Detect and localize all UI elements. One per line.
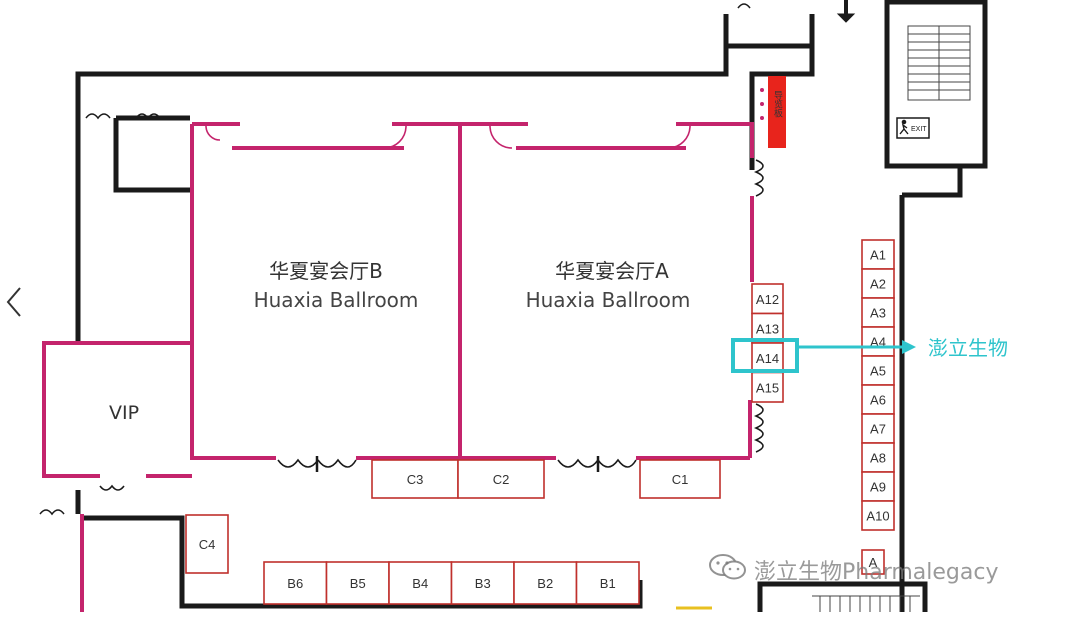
booth-partial-label: A xyxy=(869,555,878,570)
booth-a6-label: A6 xyxy=(870,393,886,408)
booth-c1-label: C1 xyxy=(672,472,689,487)
booth-a3-label: A3 xyxy=(870,306,886,321)
exit-sign: EXIT xyxy=(896,117,930,139)
booth-b4-label: B4 xyxy=(412,576,428,591)
booth-b5-label: B5 xyxy=(350,576,366,591)
booth-a9[interactable]: A9 xyxy=(861,471,895,502)
booth-a10-label: A10 xyxy=(866,509,889,524)
booth-a9-label: A9 xyxy=(870,480,886,495)
booth-a7[interactable]: A7 xyxy=(861,413,895,444)
highlight-callout: 澎立生物 xyxy=(731,336,1008,373)
booth-c3[interactable]: C3 xyxy=(371,459,459,499)
booth-b3-label: B3 xyxy=(475,576,491,591)
booth-a10[interactable]: A10 xyxy=(861,500,895,531)
booth-a15[interactable]: A15 xyxy=(751,371,784,403)
hall-b-name-en: Huaxia Ballroom xyxy=(254,288,419,312)
booth-b1-box[interactable] xyxy=(575,561,640,605)
booth-b5-box[interactable] xyxy=(325,561,390,605)
booth-b6-label: B6 xyxy=(287,576,303,591)
booth-a4-box[interactable] xyxy=(861,326,895,357)
booth-b2[interactable]: B2 xyxy=(513,561,578,605)
booth-b5[interactable]: B5 xyxy=(325,561,390,605)
booth-a5-label: A5 xyxy=(870,364,886,379)
booth-a8-label: A8 xyxy=(870,451,886,466)
hall-a-name-en: Huaxia Ballroom xyxy=(526,288,691,312)
booth-b2-label: B2 xyxy=(537,576,553,591)
booth-partial-box[interactable] xyxy=(861,549,885,575)
entrance-arrow-icon xyxy=(836,0,856,23)
booth-b4-box[interactable] xyxy=(388,561,453,605)
guide-board-text: 导览板 xyxy=(772,90,783,118)
booth-a14-label: A14 xyxy=(756,351,779,366)
booth-a5[interactable]: A5 xyxy=(861,355,895,386)
booth-a12-label: A12 xyxy=(756,292,779,307)
booth-b1[interactable]: B1 xyxy=(575,561,640,605)
booth-a13-label: A13 xyxy=(756,321,779,336)
booth-b4[interactable]: B4 xyxy=(388,561,453,605)
booth-b1-label: B1 xyxy=(600,576,616,591)
exit-runner-icon xyxy=(899,119,909,135)
booth-b3[interactable]: B3 xyxy=(450,561,515,605)
building-walls xyxy=(75,0,988,612)
booth-a3[interactable]: A3 xyxy=(861,297,895,328)
highlight-arrow-icon xyxy=(902,340,916,354)
booth-c3-label: C3 xyxy=(407,472,424,487)
booth-a14-box[interactable] xyxy=(751,342,784,374)
booth-a1-box[interactable] xyxy=(861,239,895,270)
hall-b-name-cn: 华夏宴会厅B xyxy=(269,259,383,283)
booth-c2[interactable]: C2 xyxy=(457,459,545,499)
guide-board: 导览板 xyxy=(760,76,786,148)
double-doors xyxy=(277,159,764,472)
booth-a10-box[interactable] xyxy=(861,500,895,531)
booth-c2-box[interactable] xyxy=(457,459,545,499)
booth-partial[interactable]: A xyxy=(861,549,885,575)
door-symbols xyxy=(39,3,751,516)
booth-c4-box[interactable] xyxy=(185,514,229,574)
hall-a-name-cn: 华夏宴会厅A xyxy=(555,259,669,283)
booth-a7-box[interactable] xyxy=(861,413,895,444)
vip-room-label: VIP xyxy=(109,402,139,424)
booth-a8[interactable]: A8 xyxy=(861,442,895,473)
watermark-text: 澎立生物Pharmalegacy xyxy=(754,560,999,585)
highlight-company-name[interactable]: 澎立生物 xyxy=(928,336,1008,360)
booth-b6[interactable]: B6 xyxy=(263,561,328,605)
lower-staircase xyxy=(812,595,920,612)
booth-a7-label: A7 xyxy=(870,422,886,437)
booth-a12[interactable]: A12 xyxy=(751,283,784,315)
ballroom-doors xyxy=(205,125,691,149)
booth-a15-box[interactable] xyxy=(751,371,784,403)
watermark: 澎立生物Pharmalegacy xyxy=(708,552,998,588)
ballroom-walls xyxy=(42,122,754,612)
booth-a2-label: A2 xyxy=(870,277,886,292)
booth-a6[interactable]: A6 xyxy=(861,384,895,415)
staircase xyxy=(907,25,971,101)
booth-c1[interactable]: C1 xyxy=(639,459,721,499)
booth-c4[interactable]: C4 xyxy=(185,514,229,574)
booth-c2-label: C2 xyxy=(493,472,510,487)
booth-a4[interactable]: A4 xyxy=(861,326,895,357)
booth-c3-box[interactable] xyxy=(371,459,459,499)
wechat-icon xyxy=(708,553,748,587)
booth-a15-label: A15 xyxy=(756,380,779,395)
booth-a14[interactable]: A14 xyxy=(751,342,784,374)
exit-label: EXIT xyxy=(911,126,927,133)
booth-a1[interactable]: A1 xyxy=(861,239,895,270)
chevron-left-icon[interactable] xyxy=(0,280,28,324)
booth-a1-label: A1 xyxy=(870,248,886,263)
booth-a2[interactable]: A2 xyxy=(861,268,895,299)
booth-c4-label: C4 xyxy=(199,537,216,552)
booth-c1-box[interactable] xyxy=(639,459,721,499)
highlight-box[interactable] xyxy=(731,338,799,373)
